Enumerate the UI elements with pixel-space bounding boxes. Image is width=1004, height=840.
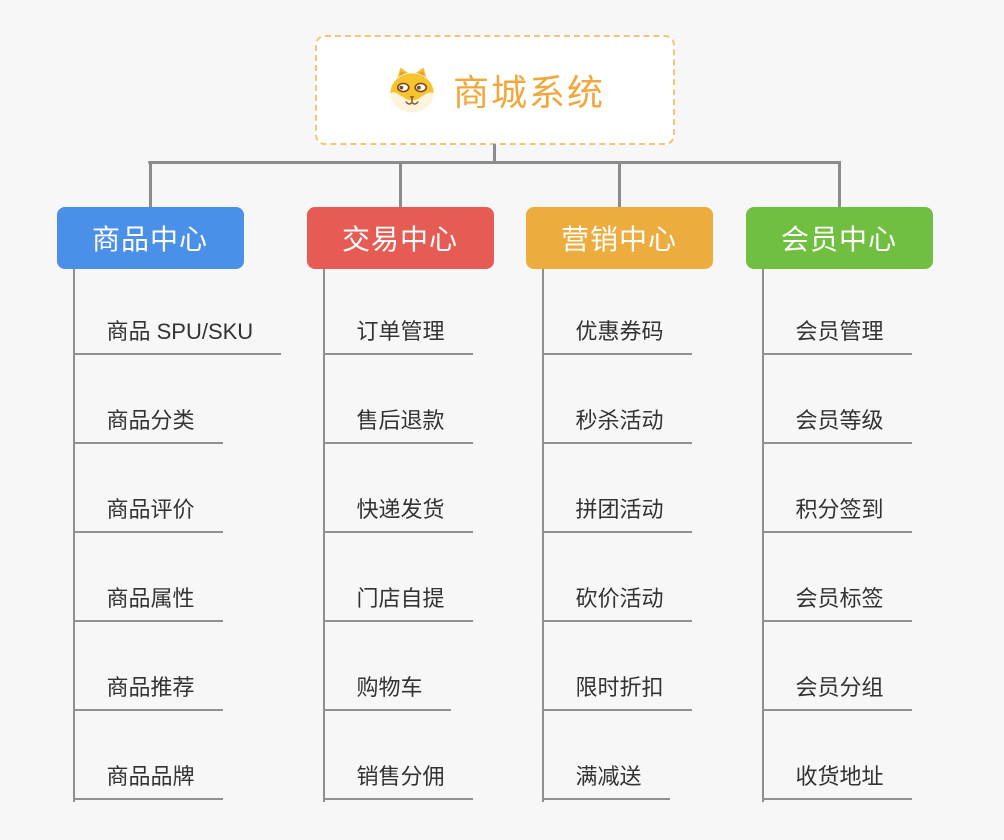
connector-drop <box>398 161 402 208</box>
branch-node[interactable]: 会员中心 <box>745 207 933 269</box>
connector-root-stub <box>493 144 496 164</box>
child-topic-label: 积分签到 <box>795 497 884 522</box>
child-topic[interactable]: 商品品牌 <box>72 711 223 800</box>
child-topic-label: 商品分类 <box>106 408 195 433</box>
child-topic[interactable]: 购物车 <box>322 622 451 711</box>
child-topic[interactable]: 会员标签 <box>761 533 912 622</box>
child-topic-label: 收货地址 <box>795 764 884 789</box>
connector-drop <box>148 161 152 208</box>
child-topic-label: 商品 SPU/SKU <box>106 319 254 344</box>
branch-trunk-line <box>72 269 75 802</box>
child-topic[interactable]: 拼团活动 <box>541 444 692 533</box>
child-topic[interactable]: 会员分组 <box>761 622 912 711</box>
child-topic[interactable]: 售后退款 <box>322 355 473 444</box>
child-topic-label: 砍价活动 <box>575 586 664 611</box>
root-title: 商城系统 <box>452 72 605 113</box>
child-topic-label: 商品评价 <box>106 497 195 522</box>
child-topic-label: 优惠券码 <box>575 319 664 344</box>
child-topic-label: 门店自提 <box>356 586 445 611</box>
child-topic-label: 商品属性 <box>106 586 195 611</box>
child-topic-label: 会员分组 <box>795 675 884 700</box>
child-topic-label: 拼团活动 <box>575 497 664 522</box>
child-topic-label: 会员标签 <box>795 586 884 611</box>
branch-node[interactable]: 交易中心 <box>306 207 494 269</box>
branch-trunk-line <box>541 269 544 802</box>
child-topic-column: 会员管理会员等级积分签到会员标签会员分组收货地址 <box>761 266 912 800</box>
child-topic-label: 订单管理 <box>356 319 445 344</box>
child-topic[interactable]: 会员管理 <box>761 266 912 355</box>
branch-node[interactable]: 营销中心 <box>525 207 713 269</box>
child-topic-label: 快递发货 <box>356 497 445 522</box>
branch-trunk-line <box>322 269 325 802</box>
child-topic[interactable]: 限时折扣 <box>541 622 692 711</box>
child-topic-label: 满减送 <box>575 764 642 789</box>
child-topic[interactable]: 商品评价 <box>72 444 223 533</box>
child-topic[interactable]: 收货地址 <box>761 711 912 800</box>
child-topic[interactable]: 快递发货 <box>322 444 473 533</box>
child-topic[interactable]: 积分签到 <box>761 444 912 533</box>
child-topic-label: 会员等级 <box>795 408 884 433</box>
child-topic[interactable]: 商品推荐 <box>72 622 223 711</box>
child-topic-label: 秒杀活动 <box>575 408 664 433</box>
child-topic[interactable]: 门店自提 <box>322 533 473 622</box>
child-topic[interactable]: 会员等级 <box>761 355 912 444</box>
child-topic[interactable]: 满减送 <box>541 711 670 800</box>
child-topic[interactable]: 秒杀活动 <box>541 355 692 444</box>
dog-face-icon <box>385 65 439 115</box>
child-topic-label: 销售分佣 <box>356 764 445 789</box>
child-topic-column: 订单管理售后退款快递发货门店自提购物车销售分佣 <box>322 266 473 800</box>
child-topic[interactable]: 销售分佣 <box>322 711 473 800</box>
child-topic-label: 购物车 <box>356 675 423 700</box>
connector-drop <box>617 161 621 208</box>
child-topic[interactable]: 优惠券码 <box>541 266 692 355</box>
branch-node[interactable]: 商品中心 <box>56 207 244 269</box>
child-topic-column: 优惠券码秒杀活动拼团活动砍价活动限时折扣满减送 <box>541 266 692 800</box>
child-topic[interactable]: 商品分类 <box>72 355 223 444</box>
child-topic[interactable]: 订单管理 <box>322 266 473 355</box>
child-topic[interactable]: 商品属性 <box>72 533 223 622</box>
child-topic-label: 商品品牌 <box>106 764 195 789</box>
connector-bus <box>148 161 841 164</box>
child-topic[interactable]: 砍价活动 <box>541 533 692 622</box>
root-node[interactable]: 商城系统 <box>315 35 675 145</box>
child-topic[interactable]: 商品 SPU/SKU <box>72 266 282 355</box>
connector-drop <box>837 161 841 208</box>
child-topic-label: 商品推荐 <box>106 675 195 700</box>
child-topic-label: 会员管理 <box>795 319 884 344</box>
child-topic-label: 售后退款 <box>356 408 445 433</box>
child-topic-label: 限时折扣 <box>575 675 664 700</box>
child-topic-column: 商品 SPU/SKU 商品分类商品评价商品属性商品推荐商品品牌 <box>72 266 282 800</box>
branch-trunk-line <box>761 269 764 802</box>
